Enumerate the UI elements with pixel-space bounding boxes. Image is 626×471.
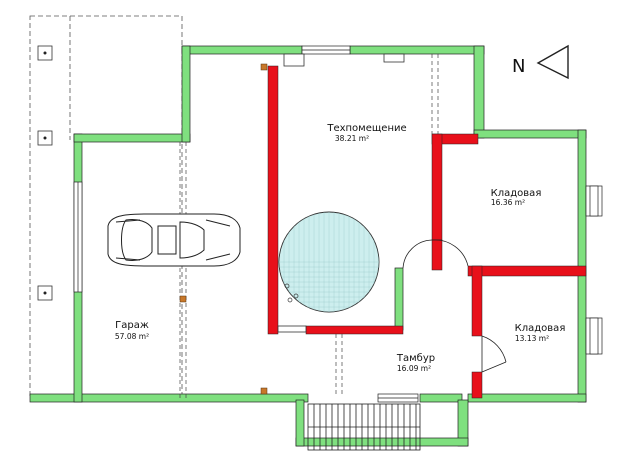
garage-openings (179, 142, 187, 400)
room-storage-1: Кладовая 16.36 m² (491, 188, 542, 207)
room-name: Тамбур (396, 353, 435, 364)
room-storage-2: Кладовая 13.13 m² (515, 323, 566, 343)
room-area: 13.13 m² (515, 334, 549, 343)
stairs-icon (307, 403, 421, 451)
windows (73, 45, 603, 403)
room-area: 38.21 m² (335, 134, 369, 143)
tech-fixtures (277, 53, 405, 333)
north-arrow-icon: N (512, 44, 569, 80)
room-name: Гараж (115, 320, 149, 331)
room-garage: Гараж 57.08 m² (115, 320, 149, 341)
tech-room-lines (335, 54, 439, 394)
room-name: Техпомещение (326, 123, 406, 134)
car-icon (107, 213, 241, 267)
room-name: Кладовая (491, 188, 542, 199)
carport-canopy (29, 15, 183, 399)
room-tech: Техпомещение 38.21 m² (326, 123, 406, 143)
room-tambur: Тамбур 16.09 m² (396, 353, 435, 373)
carport-posts (37, 45, 53, 301)
room-area: 16.09 m² (397, 364, 431, 373)
inner-walls (267, 65, 587, 399)
north-label: N (512, 56, 525, 77)
room-area: 57.08 m² (115, 332, 149, 341)
room-area: 16.36 m² (491, 198, 525, 207)
pool-icon (278, 211, 380, 313)
doors (402, 239, 507, 373)
columns (179, 63, 268, 395)
room-name: Кладовая (515, 323, 566, 334)
